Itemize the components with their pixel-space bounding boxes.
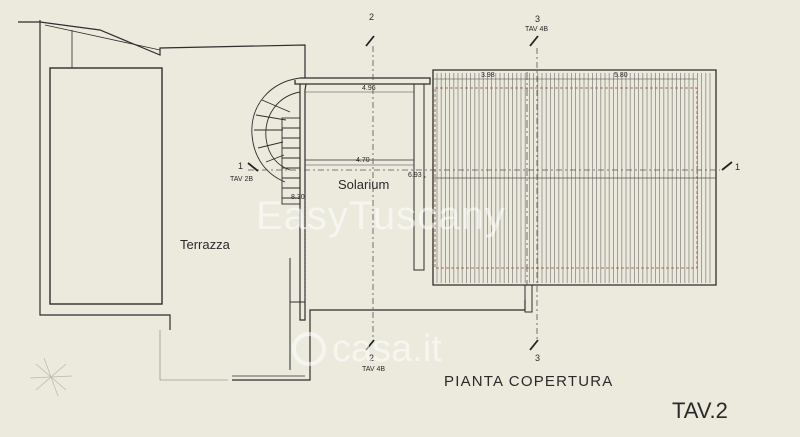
section-arrow-left-1 xyxy=(247,162,259,172)
dimension-label: 3.98 xyxy=(481,72,495,79)
watermark-casa: casa.it xyxy=(292,330,442,368)
staircase xyxy=(251,77,301,205)
section-arrow-bottom-2 xyxy=(365,339,375,351)
roof-outline xyxy=(432,69,717,286)
watermark-easytuscany: EasyTuscany xyxy=(256,194,506,238)
section-arrow-top-3 xyxy=(529,35,539,47)
section-marker-right-1: 1 xyxy=(735,162,741,172)
room-label-terrazza: Terrazza xyxy=(180,237,230,252)
section-marker-bottom-3: 3 xyxy=(535,353,541,363)
section-marker-left-1: 1 xyxy=(238,161,244,171)
drawing-title: PIANTA COPERTURA xyxy=(444,373,614,390)
terrazza-outer-wall xyxy=(39,20,171,330)
section-arrow-top-2 xyxy=(365,35,375,47)
dimension-label: 6.93 xyxy=(408,172,422,179)
section-marker-bottom-2: 2 xyxy=(369,353,375,363)
solarium-column xyxy=(413,83,425,271)
solarium-wall-left xyxy=(299,83,307,321)
section-marker-top-2: 2 xyxy=(369,12,375,22)
dimension-label: 4.70 xyxy=(356,157,370,164)
compass-symbol xyxy=(29,357,73,397)
watermark-casa-text: casa.it xyxy=(332,328,442,370)
dimension-label: 8.30 xyxy=(291,194,305,201)
dimension-label: 4.96 xyxy=(362,85,376,92)
solarium-wall-top xyxy=(294,77,431,85)
section-ref-bottom-2: TAV 4B xyxy=(362,366,386,373)
section-marker-top-3: 3 xyxy=(535,14,541,24)
section-arrow-right-1 xyxy=(721,161,733,171)
terrazza-inner-wall xyxy=(49,67,163,305)
sheet-number: TAV.2 xyxy=(672,398,728,423)
section-ref-top-3: TAV 4B xyxy=(525,26,549,33)
room-label-solarium: Solarium xyxy=(338,177,390,192)
casa-logo-icon xyxy=(292,332,326,366)
dimension-label: 5.80 xyxy=(614,72,628,79)
section-ref-left-1: TAV 2B xyxy=(230,176,254,183)
section-arrow-bottom-3 xyxy=(529,339,539,351)
terrazza-roof-line xyxy=(18,21,306,78)
